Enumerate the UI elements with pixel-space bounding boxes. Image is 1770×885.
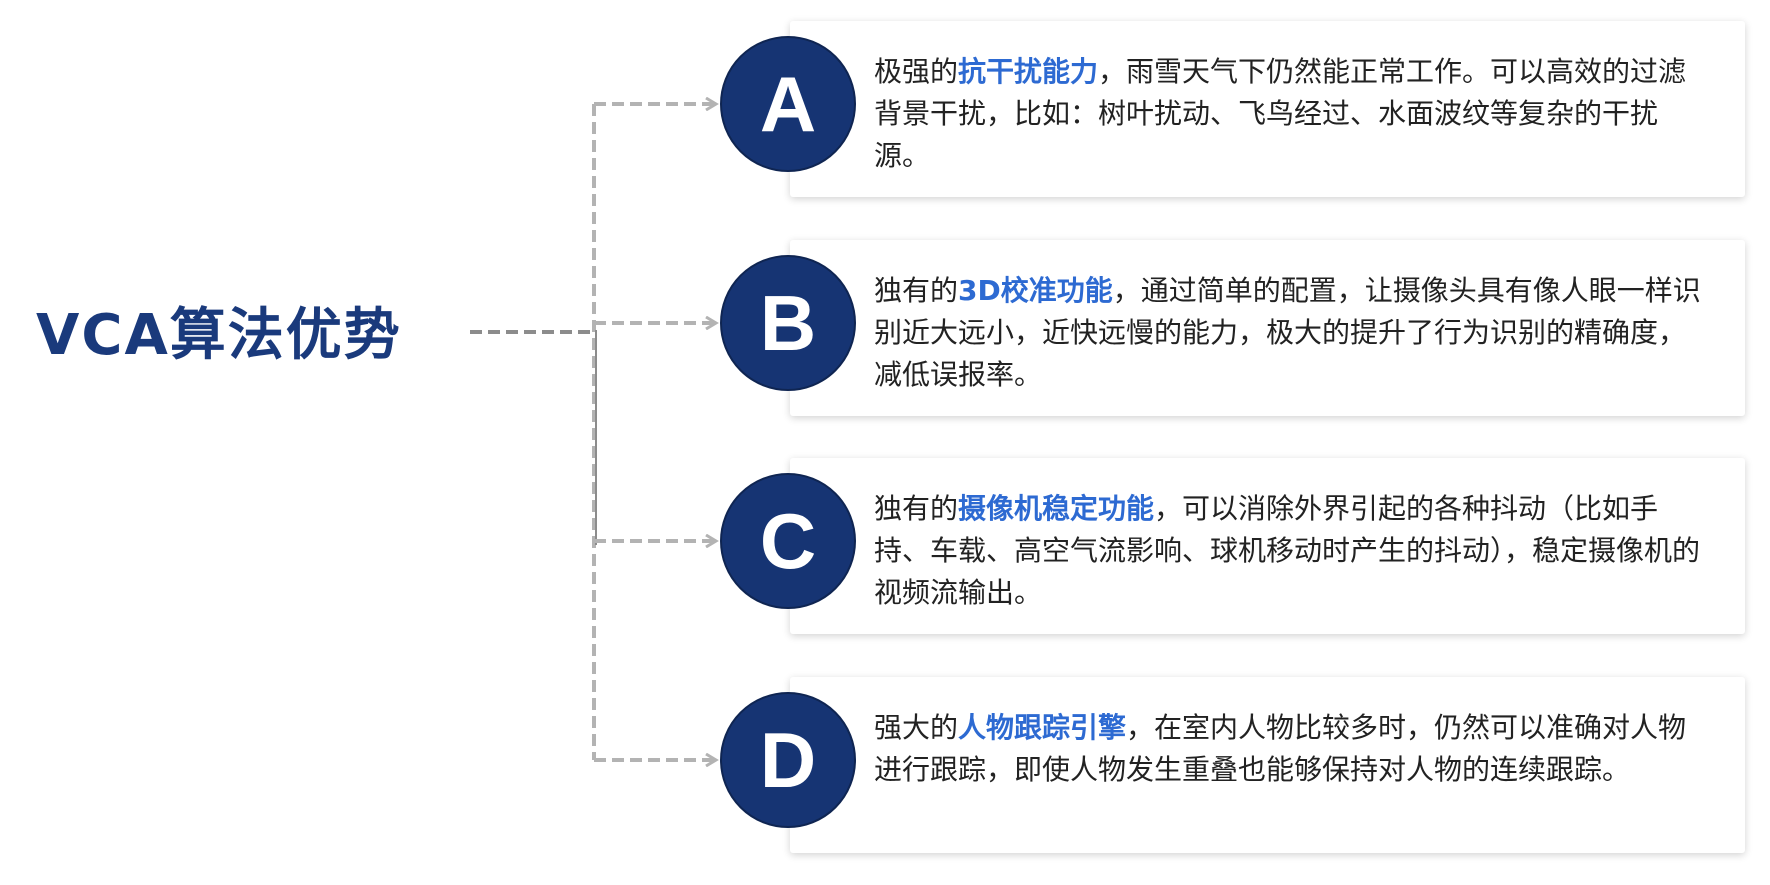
feature-text-a: 极强的抗干扰能力，雨雪天气下仍然能正常工作。可以高效的过滤背景干扰，比如：树叶扰… [874, 51, 1704, 177]
feature-text-c: 独有的摄像机稳定功能，可以消除外界引起的各种抖动（比如手持、车载、高空气流影响、… [874, 488, 1704, 614]
feature-card-d: 强大的人物跟踪引擎，在室内人物比较多时，仍然可以准确对人物进行跟踪，即使人物发生… [790, 677, 1745, 853]
feature-highlight-a: 抗干扰能力 [958, 55, 1099, 88]
feature-prefix-c: 独有的 [874, 492, 959, 525]
feature-prefix-a: 极强的 [874, 55, 959, 88]
feature-suffix-b: ，通过简单的配置，让摄像头具有像人眼一样识别近大远小，近快远慢的能力，极大的提升… [874, 274, 1701, 391]
feature-text-d: 强大的人物跟踪引擎，在室内人物比较多时，仍然可以准确对人物进行跟踪，即使人物发生… [874, 707, 1704, 791]
badge-b: B [720, 255, 856, 391]
badge-c: C [720, 473, 856, 609]
feature-text-b: 独有的3D校准功能，通过简单的配置，让摄像头具有像人眼一样识别近大远小，近快远慢… [874, 270, 1704, 396]
badge-d: D [720, 692, 856, 828]
feature-prefix-b: 独有的 [874, 274, 959, 307]
feature-card-b: 独有的3D校准功能，通过简单的配置，让摄像头具有像人眼一样识别近大远小，近快远慢… [790, 240, 1745, 416]
diagram-title: VCA算法优势 [36, 303, 402, 368]
feature-highlight-d: 人物跟踪引擎 [958, 711, 1127, 744]
feature-suffix-c: ，可以消除外界引起的各种抖动（比如手持、车载、高空气流影响、球机移动时产生的抖动… [874, 492, 1701, 609]
feature-suffix-a: ，雨雪天气下仍然能正常工作。可以高效的过滤背景干扰，比如：树叶扰动、飞鸟经过、水… [874, 55, 1687, 172]
feature-prefix-d: 强大的 [874, 711, 959, 744]
feature-card-a: 极强的抗干扰能力，雨雪天气下仍然能正常工作。可以高效的过滤背景干扰，比如：树叶扰… [790, 21, 1745, 197]
badge-a: A [720, 36, 856, 172]
feature-card-c: 独有的摄像机稳定功能，可以消除外界引起的各种抖动（比如手持、车载、高空气流影响、… [790, 458, 1745, 634]
feature-highlight-c: 摄像机稳定功能 [958, 492, 1155, 525]
feature-highlight-b: 3D校准功能 [958, 274, 1113, 307]
feature-suffix-d: ，在室内人物比较多时，仍然可以准确对人物进行跟踪，即使人物发生重叠也能够保持对人… [874, 711, 1687, 786]
